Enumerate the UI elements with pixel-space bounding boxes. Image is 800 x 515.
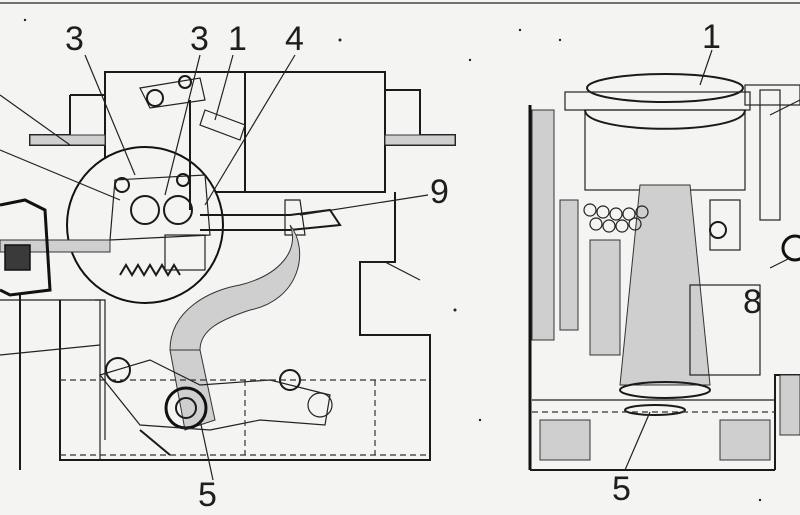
choke-rod <box>759 89 781 221</box>
fuel-channel-2 <box>95 299 106 440</box>
pump-housing <box>109 174 211 241</box>
base-block-right <box>719 419 771 461</box>
right-view <box>528 49 800 471</box>
callout-3-left: 3 <box>65 20 84 58</box>
print-noise <box>23 18 762 502</box>
side-block <box>709 199 741 251</box>
bubble <box>628 217 642 231</box>
callout-4: 4 <box>285 20 304 58</box>
linkage-pin-2 <box>307 392 333 418</box>
callout-5-left: 5 <box>198 476 217 514</box>
callout-3-right: 3 <box>190 20 209 58</box>
throttle-nut-inner <box>175 397 197 419</box>
inner-block <box>589 239 621 356</box>
leader-8 <box>769 257 791 269</box>
leader-3b <box>164 54 201 196</box>
throttle-spindle-end <box>779 374 800 436</box>
leader-left-c <box>0 344 101 356</box>
air-bowl-top <box>586 73 744 103</box>
leader-1-right <box>699 49 713 86</box>
idle-screw <box>781 234 800 262</box>
choke-lever <box>744 84 800 106</box>
throttle-plate <box>624 404 686 416</box>
leader-9 <box>299 194 429 216</box>
bubble <box>596 205 610 219</box>
float-arm <box>199 109 246 141</box>
left-view <box>0 54 456 481</box>
pump-block <box>164 234 206 271</box>
right-gasket <box>384 134 456 146</box>
right-chamber <box>689 284 761 376</box>
rod-bracket <box>284 199 306 236</box>
bubble <box>602 219 616 233</box>
leader-5-right <box>624 411 651 471</box>
float-pivot-2 <box>178 75 192 89</box>
callout-1-left: 1 <box>228 20 247 58</box>
side-jet <box>709 221 727 239</box>
bubble <box>609 207 623 221</box>
leader-5 <box>199 419 214 481</box>
throttle-tail <box>139 429 171 456</box>
pump-rod <box>200 208 342 231</box>
float-pivot <box>146 89 164 107</box>
leader-left-b <box>0 94 71 146</box>
linkage-eye <box>105 357 131 383</box>
pump-valve-1 <box>130 195 160 225</box>
bubble <box>635 205 649 219</box>
pump-valve-2 <box>163 195 193 225</box>
callout-5-right: 5 <box>612 470 631 508</box>
inner-wall-texture <box>559 199 579 331</box>
lower-body <box>59 192 431 461</box>
callout-1-right: 1 <box>702 18 721 56</box>
leader-edge <box>769 99 800 116</box>
bubble <box>615 219 629 233</box>
leader-1 <box>214 54 234 121</box>
pump-spring <box>119 263 181 277</box>
left-gasket <box>29 134 106 146</box>
callout-9: 9 <box>430 173 449 211</box>
air-bowl-bottom <box>584 109 746 130</box>
venturi-upper <box>584 109 746 191</box>
callout-8: 8 <box>743 283 762 321</box>
bubble <box>622 207 636 221</box>
leader-3a <box>84 54 136 176</box>
bubble <box>589 217 603 231</box>
leader-left-a <box>0 149 121 201</box>
left-housing <box>0 198 52 297</box>
spray-cone <box>619 184 711 386</box>
left-nut <box>4 244 31 271</box>
throttle-linkage <box>98 359 331 431</box>
bubble <box>583 203 597 217</box>
body-step <box>360 261 421 281</box>
leader-4 <box>204 54 296 206</box>
left-wall-texture <box>531 109 555 341</box>
base-block-left <box>539 419 591 461</box>
spray-cone-base <box>619 381 711 399</box>
